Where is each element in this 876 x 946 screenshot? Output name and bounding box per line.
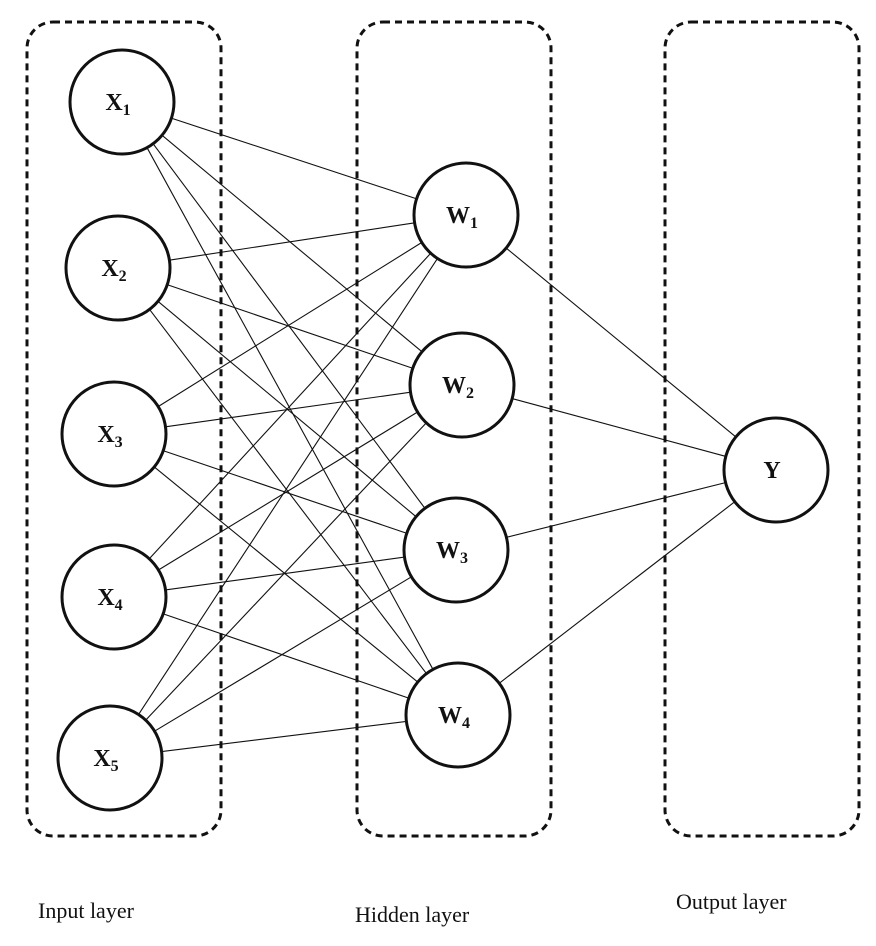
node-label-w3: W3 — [436, 538, 468, 567]
edge-x5-w4 — [160, 720, 408, 753]
edge-w1-y — [505, 246, 737, 439]
edge-w2-y — [511, 397, 727, 458]
edge-x4-w4 — [162, 612, 410, 700]
node-label-w4: W4 — [438, 703, 470, 732]
edge-w4-y — [498, 500, 736, 685]
node-label-w1: W1 — [446, 203, 478, 232]
node-label-x3: X3 — [97, 422, 122, 451]
hidden-layer-caption: Hidden layer — [355, 902, 470, 927]
edge-x2-w1 — [168, 222, 416, 261]
node-circle-x3 — [60, 380, 168, 488]
edge-x5-w1 — [137, 257, 439, 716]
node-w2: W2 — [408, 331, 516, 439]
node-circle-x1 — [68, 48, 176, 156]
node-label-x4: X4 — [97, 585, 122, 614]
node-circle-x2 — [64, 214, 172, 322]
node-label-w2: W2 — [442, 373, 474, 402]
node-w4: W4 — [404, 661, 512, 769]
node-circle-y — [722, 416, 830, 524]
node-circle-w4 — [404, 661, 512, 769]
edge-x3-w4 — [153, 465, 419, 684]
hidden-layer-box — [355, 20, 553, 838]
node-w1: W1 — [412, 161, 520, 269]
edge-x4-w2 — [157, 411, 419, 571]
node-circle-x5 — [56, 704, 164, 812]
node-circle-w3 — [402, 496, 510, 604]
node-y: Y — [722, 416, 830, 524]
input-layer-caption: Input layer — [38, 898, 134, 923]
node-x3: X3 — [60, 380, 168, 488]
input-layer-box — [25, 20, 223, 838]
edge-w3-y — [505, 481, 727, 539]
node-x2: X2 — [64, 214, 172, 322]
node-label-x1: X1 — [105, 90, 130, 119]
edge-x4-w1 — [148, 252, 432, 560]
node-x5: X5 — [56, 704, 164, 812]
edge-x5-w2 — [144, 421, 428, 722]
node-circle-x4 — [60, 543, 168, 651]
node-x4: X4 — [60, 543, 168, 651]
node-w3: W3 — [402, 496, 510, 604]
node-label-x5: X5 — [93, 746, 118, 775]
edge-x1-w2 — [160, 134, 424, 353]
edge-x5-w3 — [153, 575, 413, 733]
output-layer-caption: Output layer — [676, 889, 787, 914]
edge-x1-w1 — [170, 117, 418, 200]
edge-x4-w3 — [164, 556, 406, 591]
node-circle-w2 — [408, 331, 516, 439]
node-label-x2: X2 — [101, 256, 126, 285]
edge-x3-w2 — [164, 391, 412, 428]
edge-x2-w2 — [166, 283, 414, 370]
edge-x3-w1 — [157, 241, 423, 408]
node-label-y: Y — [763, 458, 780, 484]
node-circle-w1 — [412, 161, 520, 269]
node-x1: X1 — [68, 48, 176, 156]
edge-x1-w4 — [146, 146, 434, 671]
output-layer-box — [663, 20, 861, 838]
connections — [137, 117, 737, 753]
